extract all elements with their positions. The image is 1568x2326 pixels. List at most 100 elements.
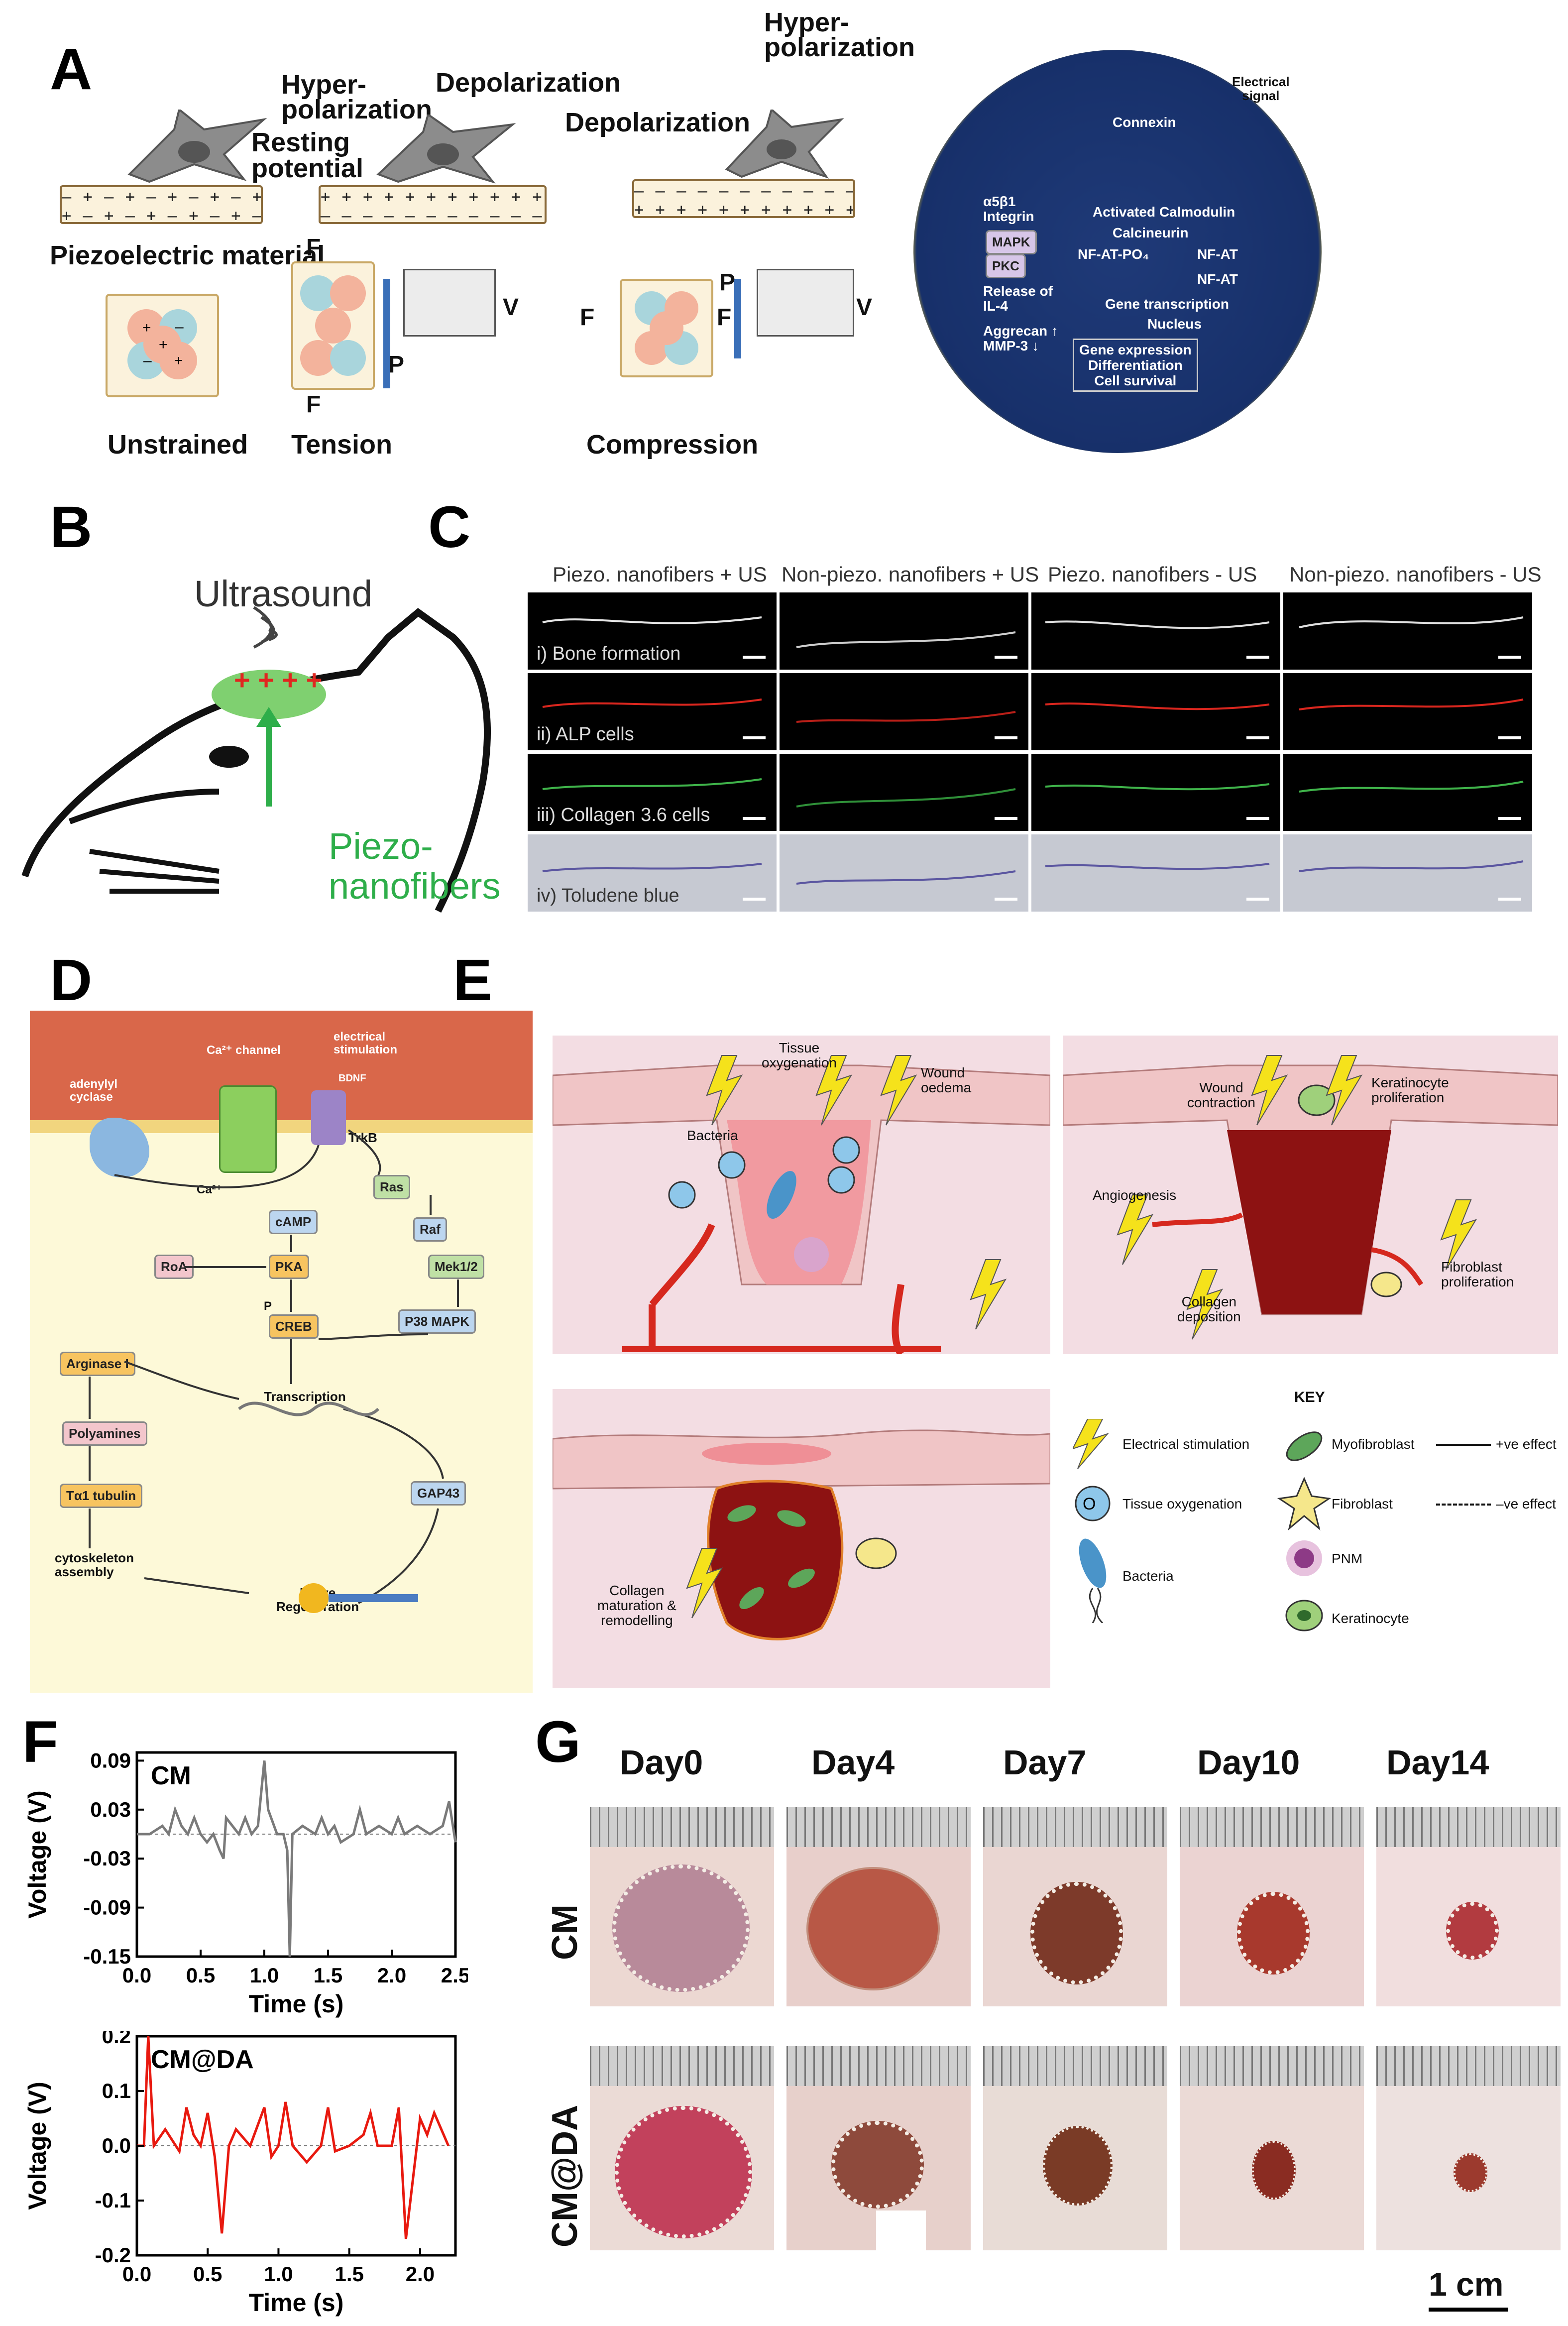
e-stage-2-illustration <box>1062 1055 1559 1340</box>
y-tick-label: 0.2 <box>102 2031 131 2048</box>
e-key-fibroblast: Fibroblast <box>1332 1496 1393 1512</box>
label-force-bottom-tension: F <box>306 391 321 418</box>
strip-compression-bottom: + + + + + + + + + + + + + + + <box>634 200 853 218</box>
c-col-header-3: Piezo. nanofibers - US <box>1048 563 1257 586</box>
panel-letter-b: B <box>50 494 93 560</box>
c-tile-r2c4 <box>1283 673 1532 750</box>
oxygen-icon: O <box>1075 1486 1111 1521</box>
svg-text:+: + <box>142 320 151 336</box>
panel-b: + + + + Ultrasound Piezo- nanofibers <box>10 573 503 921</box>
label-nfat-2: NF-AT <box>1197 271 1238 287</box>
label-tension: Tension <box>291 430 393 460</box>
c-tile-r3c1: iii) Collagen 3.6 cells <box>528 754 777 831</box>
e-key-neg-effect: –ve effect <box>1496 1496 1556 1512</box>
c-col-header-4: Non-piezo. nanofibers - US <box>1289 563 1542 586</box>
series-label: CM@DA <box>151 2045 254 2074</box>
scale-bar <box>1498 817 1521 820</box>
label-transcription: Transcription <box>264 1389 346 1404</box>
c-tile-r1c4 <box>1283 592 1532 670</box>
label-v-tension: V <box>503 294 519 321</box>
y-tick-label: 0.0 <box>102 2134 131 2157</box>
wound <box>615 2106 752 2238</box>
e-key-tissue-oxygenation: Tissue oxygenation <box>1122 1496 1242 1512</box>
e-stage-3: Collagen maturation & remodelling <box>552 1389 1051 1688</box>
scale-bar <box>743 736 766 739</box>
strip-resting-bottom: + – + – + – + – + – + – + – + <box>62 206 263 224</box>
ruler <box>1376 2046 1561 2086</box>
node-p38: P38 MAPK <box>398 1309 476 1334</box>
label-piezo-nanofibers: Piezo- nanofibers <box>329 825 501 907</box>
label-depolarization-1: Depolarization <box>436 68 621 98</box>
ruler <box>1180 2046 1364 2086</box>
scale-bar <box>743 817 766 820</box>
svg-text:+: + <box>159 337 168 353</box>
panel-letter-a: A <box>50 36 93 102</box>
panel-c: Piezo. nanofibers + US Non-piezo. nanofi… <box>528 563 1542 921</box>
label-p: P <box>264 1299 272 1313</box>
mouse-head-illustration: + + + + <box>21 606 491 913</box>
label-integrin: α5β1 Integrin <box>983 194 1034 224</box>
g-photo-cm-day0 <box>590 1807 774 2006</box>
strip-compression-top: – – – – – – – – – – – – – – – <box>634 181 853 200</box>
panel-a: Resting potential – + – + – + – + – + – … <box>0 0 1568 468</box>
panel-letter-d: D <box>50 947 93 1013</box>
label-resting-potential: Resting potential <box>251 127 363 183</box>
scale-bar <box>743 656 766 659</box>
strip-resting: – + – + – + – + – + – + – + – + – + – + … <box>60 185 263 224</box>
crystal-tension <box>291 261 375 390</box>
polarization-arrow-tension <box>383 279 390 388</box>
ruler <box>590 2046 774 2086</box>
label-hyperpolarization-1: Hyper- polarization <box>281 70 433 124</box>
bacteria-icon <box>1079 1538 1107 1623</box>
svg-text:–: – <box>175 319 184 335</box>
ruler <box>983 1807 1167 1847</box>
label-ultrasound: Ultrasound <box>194 573 372 614</box>
series-line <box>137 2036 450 2239</box>
y-tick-label: 0.1 <box>102 2079 131 2102</box>
e-key-pnm: PNM <box>1332 1551 1363 1566</box>
label-force-top-tension: F <box>306 234 321 261</box>
adenylyl-cyclase-shape <box>90 1118 149 1177</box>
label-nfat-1: NF-AT <box>1197 246 1238 262</box>
g-scale-bar <box>1429 2308 1508 2312</box>
crystal-unstrained: + – + – + <box>106 294 219 397</box>
g-photo-cmda-day4 <box>786 2046 971 2250</box>
e-label-bacteria: Bacteria <box>687 1128 738 1143</box>
strip-tension: + + + + + + + + + + + + + + + – – – – – … <box>319 185 547 224</box>
ruler <box>983 2046 1167 2086</box>
wound <box>1252 2141 1296 2200</box>
wound <box>1446 1902 1499 1960</box>
cell-illustration-resting <box>127 110 267 183</box>
c-micrograph-traces <box>542 616 1524 885</box>
node-gap43: GAP43 <box>411 1481 466 1506</box>
panel-letter-c: C <box>428 494 471 560</box>
svg-text:+: + <box>174 352 183 369</box>
x-tick-label: 2.0 <box>406 2262 435 2286</box>
label-ca2: Ca²⁺ <box>197 1183 223 1196</box>
label-compression: Compression <box>586 430 759 460</box>
x-tick-label: 1.0 <box>264 2262 293 2286</box>
e-stage-1-illustration <box>552 1055 1051 1356</box>
x-tick-label: 0.5 <box>186 1964 215 1987</box>
e-key: KEY Electrical stimulation O Tissue oxyg… <box>1063 1389 1558 1688</box>
c-tile-r4c3 <box>1031 834 1280 912</box>
crystal-compression <box>620 279 713 377</box>
e-key-myofibroblast: Myofibroblast <box>1332 1436 1415 1452</box>
label-release-il4: Release of IL-4 <box>983 283 1053 314</box>
g-photo-cmda-day0 <box>590 2046 774 2250</box>
node-camp: cAMP <box>269 1210 318 1234</box>
svg-text:O: O <box>1083 1495 1096 1513</box>
y-tick-label: -0.1 <box>95 2189 131 2212</box>
scale-bar <box>1246 736 1269 739</box>
keratinocyte-icon <box>1285 1600 1323 1631</box>
node-roa: RoA <box>154 1255 194 1279</box>
node-polyamines: Polyamines <box>62 1421 147 1446</box>
ruler <box>786 1807 971 1847</box>
c-row-label-1: i) Bone formation <box>537 643 681 664</box>
e-label-angiogenesis: Angiogenesis <box>1093 1187 1177 1203</box>
node-ras: Ras <box>373 1175 410 1199</box>
x-axis-label: Time (s) <box>249 2289 344 2317</box>
e-label-collagen-maturation: Collagen maturation & remodelling <box>597 1583 676 1628</box>
c-tile-r1c2 <box>780 592 1028 670</box>
